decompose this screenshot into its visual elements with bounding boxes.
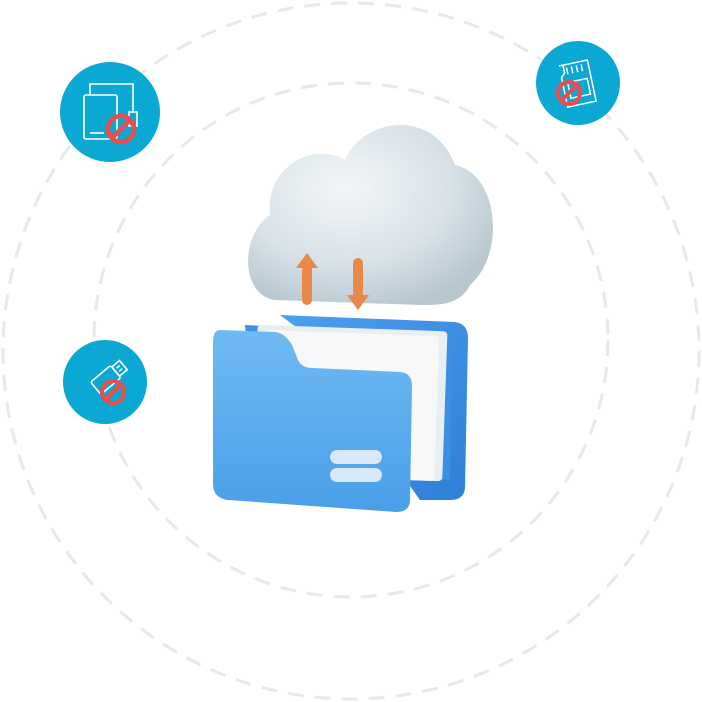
forbidden-icon	[100, 379, 126, 405]
upload-arrow-icon	[296, 253, 318, 305]
usb-drive-icon	[90, 359, 129, 395]
inner-dashed-ring	[92, 81, 610, 599]
folder-icon	[213, 315, 468, 512]
sd-card-blocked-badge	[536, 41, 620, 125]
folder-label-line	[330, 468, 382, 482]
cloud-icon	[248, 125, 493, 305]
forbidden-icon	[105, 113, 137, 145]
folder-label-line	[330, 450, 382, 464]
forbidden-icon	[556, 80, 582, 106]
external-drive-blocked-badge	[60, 62, 160, 162]
download-arrow-icon	[347, 258, 369, 310]
usb-drive-blocked-badge	[63, 340, 147, 424]
